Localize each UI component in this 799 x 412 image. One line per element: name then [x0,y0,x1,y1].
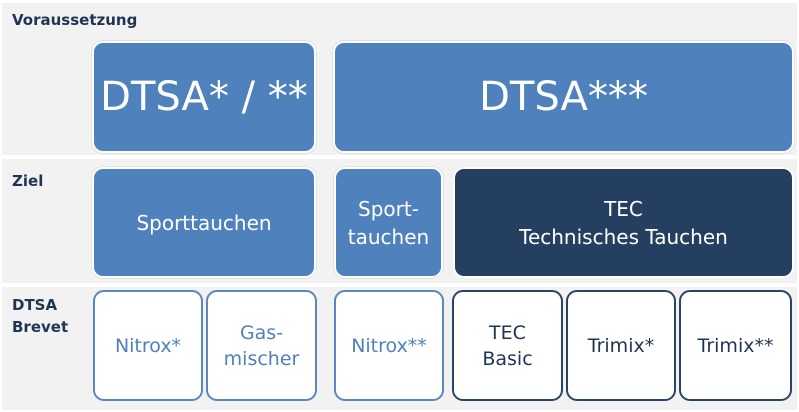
brevet-tec-basic: TEC Basic [452,290,563,401]
prereq-dtsa-3: DTSA*** [333,41,794,153]
brevet-nitrox-2: Nitrox** [334,290,444,401]
goal-sporttauchen-2: Sport- tauchen [334,167,443,278]
row-label-brevet: DTSA Brevet [12,296,69,336]
row-label-ziel: Ziel [12,172,44,190]
goal-tec: TEC Technisches Tauchen [453,167,794,278]
brevet-nitrox-1: Nitrox* [93,290,203,401]
brevet-trimix-2: Trimix** [679,290,792,401]
row-label-voraussetzung: Voraussetzung [12,11,138,29]
prereq-dtsa-1-2: DTSA* / ** [92,41,316,153]
goal-sporttauchen: Sporttauchen [92,167,316,278]
brevet-gasmischer: Gas- mischer [206,290,317,401]
brevet-trimix-1: Trimix* [566,290,676,401]
